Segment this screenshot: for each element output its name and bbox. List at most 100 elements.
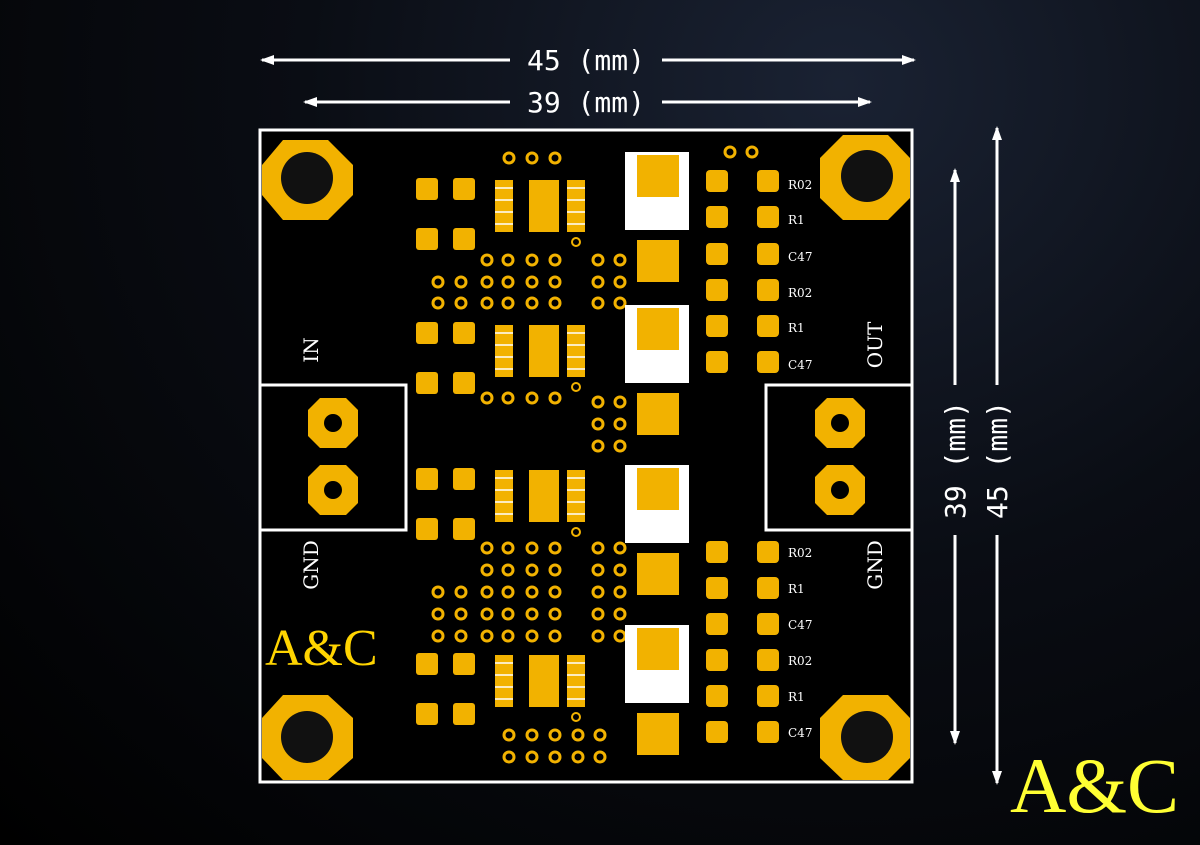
in-label: IN [299, 337, 323, 362]
smd-pad [453, 518, 475, 540]
via [591, 585, 605, 599]
label-c47-3: C47 [788, 618, 812, 632]
via [501, 607, 515, 621]
via [591, 629, 605, 643]
dimension-inner-width: 39 (mm) [303, 86, 872, 119]
via [501, 275, 515, 289]
diode-pad [637, 628, 679, 670]
ic-pin1-dot [571, 237, 581, 247]
via [525, 541, 539, 555]
via [525, 750, 539, 764]
via [591, 541, 605, 555]
passive-pad [706, 577, 728, 599]
diode-pads [625, 152, 689, 755]
via [613, 417, 627, 431]
output-terminal-outline [764, 383, 912, 532]
via [571, 728, 585, 742]
smd-pad [416, 518, 438, 540]
passive-pad [757, 613, 779, 635]
smd-pad [416, 322, 438, 344]
smd-pad [453, 322, 475, 344]
via [480, 585, 494, 599]
via [525, 585, 539, 599]
ic-pin1-dot [571, 712, 581, 722]
inner-height-label: 39 (mm) [939, 401, 972, 519]
via [548, 391, 562, 405]
passive-pad [757, 315, 779, 337]
via [525, 607, 539, 621]
input-terminal-outline [260, 383, 408, 532]
via [591, 395, 605, 409]
ic-pin-row [567, 470, 585, 522]
label-r02-2: R02 [788, 286, 812, 300]
via [613, 253, 627, 267]
ic-pin-row [567, 655, 585, 707]
ic-pin-row [495, 180, 513, 232]
ic-pin-row [495, 325, 513, 377]
passive-pad [706, 351, 728, 373]
via [613, 395, 627, 409]
via [480, 541, 494, 555]
via [591, 253, 605, 267]
passive-pad [757, 279, 779, 301]
smd-pad [453, 372, 475, 394]
ic-center-pad [529, 325, 559, 377]
out-label: OUT [863, 321, 887, 368]
passive-pad [706, 315, 728, 337]
smd-pad [453, 653, 475, 675]
mounting-hole-top-right [820, 135, 910, 220]
via [525, 296, 539, 310]
passive-pad [706, 243, 728, 265]
outer-height-label: 45 (mm) [981, 401, 1014, 519]
via [480, 296, 494, 310]
label-r1-4: R1 [788, 690, 805, 704]
label-r02-1: R02 [788, 178, 812, 192]
via [502, 151, 516, 165]
via [525, 253, 539, 267]
via [502, 750, 516, 764]
label-r02-3: R02 [788, 546, 812, 560]
passive-pad [706, 685, 728, 707]
ic-pin1-dot [571, 382, 581, 392]
via-array [431, 145, 759, 764]
via [591, 563, 605, 577]
ic-pin-row [495, 470, 513, 522]
via [548, 629, 562, 643]
smd-pad [416, 372, 438, 394]
passive-pad [706, 613, 728, 635]
via [613, 607, 627, 621]
via [723, 145, 737, 159]
diode-pad [637, 155, 679, 197]
diode-pad [637, 308, 679, 350]
via [591, 439, 605, 453]
passive-pads [706, 170, 779, 743]
input-terminal-pads [308, 398, 358, 515]
passive-pad [757, 721, 779, 743]
diode-pad [637, 713, 679, 755]
via [501, 585, 515, 599]
via [501, 563, 515, 577]
output-terminal-pads [815, 398, 865, 515]
via [502, 728, 516, 742]
ic-pin1-dot [571, 527, 581, 537]
via [501, 629, 515, 643]
smd-pad [453, 228, 475, 250]
smd-pad [416, 228, 438, 250]
mounting-hole-bottom-right [820, 695, 910, 780]
label-r02-4: R02 [788, 654, 812, 668]
via [525, 563, 539, 577]
via [454, 296, 468, 310]
via [591, 275, 605, 289]
via [593, 750, 607, 764]
passive-pad [757, 649, 779, 671]
passive-pad [706, 541, 728, 563]
via [454, 607, 468, 621]
via [525, 629, 539, 643]
passive-pad [706, 649, 728, 671]
smd-pad [453, 468, 475, 490]
via [525, 275, 539, 289]
ic-pin-row [567, 325, 585, 377]
via [525, 391, 539, 405]
via [501, 253, 515, 267]
